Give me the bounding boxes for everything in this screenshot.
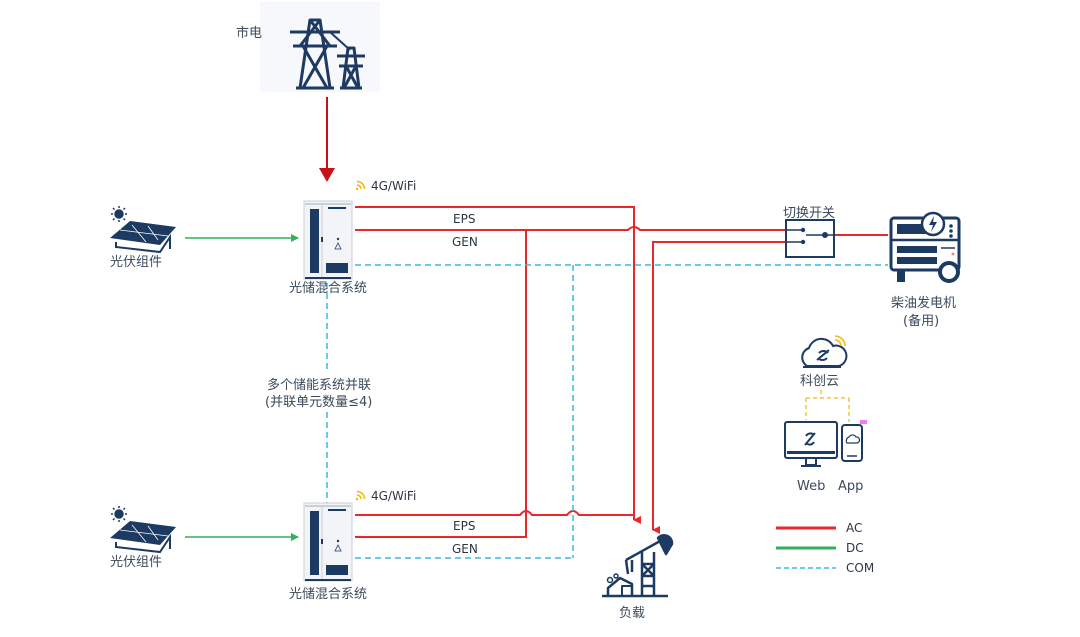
wifi-icon-top — [355, 180, 366, 191]
web-label: Web — [797, 479, 825, 494]
cloud-icon[interactable] — [801, 335, 848, 368]
gen-top-line — [355, 226, 786, 231]
sun-icon — [111, 506, 127, 522]
generator-label-line1: 柴油发电机 — [891, 295, 956, 311]
grid-label: 市电 — [236, 25, 262, 41]
legend-com-label: COM — [846, 561, 874, 575]
switch-label: 切换开关 — [783, 206, 835, 221]
comm-top-label: 4G/WiFi — [371, 179, 416, 193]
diesel-generator-icon[interactable] — [889, 211, 961, 283]
eps-top-label: EPS — [453, 212, 475, 226]
cloud-link-lines — [805, 390, 850, 422]
transfer-switch-icon[interactable] — [785, 219, 835, 258]
solar-panel-icon-top — [110, 206, 176, 254]
system-top-label: 光储混合系统 — [289, 281, 367, 296]
eps-bottom-line — [355, 510, 634, 516]
legend-dc-label: DC — [846, 541, 864, 555]
load-pumpjack-icon[interactable] — [602, 534, 674, 598]
gen-bottom-label: GEN — [452, 542, 478, 556]
load-label: 负载 — [619, 606, 645, 621]
eps-top-line — [355, 206, 641, 524]
legend: AC DC COM — [776, 521, 874, 575]
mobile-app-icon[interactable] — [841, 420, 867, 462]
grid-feed-arrow — [319, 168, 335, 182]
sun-icon — [111, 206, 127, 222]
com-wiring — [326, 264, 888, 559]
wifi-icon-bottom — [355, 490, 366, 501]
gen-top-label: GEN — [452, 235, 478, 249]
web-monitor-icon[interactable] — [784, 421, 838, 467]
legend-ac-label: AC — [846, 521, 862, 535]
comm-bottom-label: 4G/WiFi — [371, 489, 416, 503]
storage-cabinet-icon-bottom[interactable] — [303, 502, 353, 582]
pv-top-label: 光伏组件 — [110, 255, 162, 270]
switch-to-load-line — [652, 241, 786, 534]
generator-label-line2: (备用) — [903, 313, 939, 329]
parallel-note-line1: 多个储能系统并联 — [267, 377, 371, 393]
cloud-label: 科创云 — [800, 374, 839, 389]
app-label: App — [838, 479, 863, 494]
pv-bottom-label: 光伏组件 — [110, 555, 162, 570]
storage-cabinet-icon-top[interactable] — [303, 200, 353, 280]
eps-bottom-label: EPS — [453, 519, 475, 533]
solar-panel-icon-bottom — [110, 506, 176, 554]
system-bottom-label: 光储混合系统 — [289, 587, 367, 602]
gen-bottom-line — [355, 230, 527, 538]
wifi-icon — [834, 335, 846, 347]
parallel-note-line2: (并联单元数量≤4) — [265, 395, 372, 410]
ac-wiring — [355, 206, 888, 538]
power-tower-icon — [290, 18, 365, 90]
